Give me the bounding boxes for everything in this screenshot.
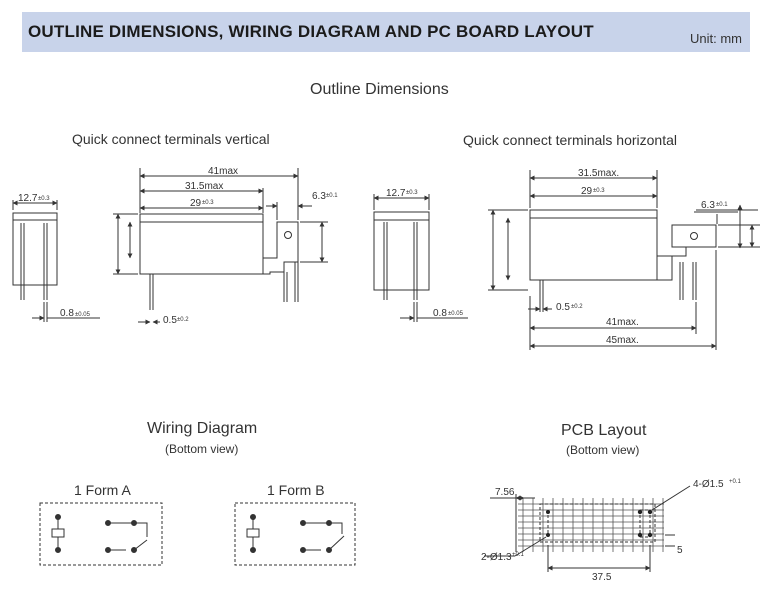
vertical-side-top	[12, 212, 58, 221]
vertical-front-view	[113, 168, 328, 325]
horizontal-side-view	[373, 194, 468, 322]
pcb-hole-2: 2-Ø1.3	[481, 552, 512, 563]
horizontal-side-top	[373, 211, 430, 221]
horizontal-dim-12-7-tol: ±0.3	[406, 190, 418, 196]
pcb-subtitle: (Bottom view)	[566, 443, 640, 457]
pcb-hole	[637, 509, 643, 515]
pcb-dimensions	[484, 485, 691, 572]
pcb-dim-5: 5	[677, 545, 683, 556]
pcb-hole-4-tol: +0.1	[729, 479, 742, 485]
vertical-dim-0-5-tol: ±0.2	[177, 317, 189, 323]
horizontal-dim-45: 45max.	[606, 335, 639, 346]
vertical-dim-0-8: 0.8	[60, 308, 74, 319]
horizontal-dim-31-5: 31.5max.	[578, 168, 619, 179]
horizontal-dim-12-7: 12.7	[386, 188, 406, 199]
horizontal-dim-29-tol: ±0.3	[593, 188, 605, 194]
page-title: OUTLINE DIMENSIONS, WIRING DIAGRAM AND P…	[28, 22, 594, 41]
outline-title: Outline Dimensions	[310, 81, 449, 98]
pcb-outline	[539, 503, 656, 543]
form-b-frame	[234, 502, 356, 566]
horizontal-front-view	[488, 170, 760, 350]
pcb-hole	[647, 509, 653, 515]
pcb-hole-4: 4-Ø1.5	[693, 479, 724, 490]
vertical-dim-29: 29	[190, 198, 202, 209]
vertical-front-top	[139, 213, 264, 223]
horizontal-side-body	[373, 219, 430, 291]
vertical-dim-29-tol: ±0.3	[202, 200, 214, 206]
horizontal-title: Quick connect terminals horizontal	[463, 132, 677, 148]
pcb-dim-37-5: 37.5	[592, 572, 612, 583]
vertical-dim-41: 41max	[208, 166, 238, 177]
form-a-frame	[39, 502, 163, 566]
vertical-title: Quick connect terminals vertical	[72, 131, 270, 147]
horizontal-dim-0-5: 0.5	[556, 302, 570, 313]
vertical-dim-0-8-tol: ±0.05	[75, 312, 91, 318]
horizontal-dim-41: 41max.	[606, 317, 639, 328]
unit-label: Unit: mm	[690, 31, 742, 46]
pcb-hole-2-tol: +0.1	[512, 552, 525, 558]
pcb-dim-7-56: 7.56	[495, 487, 515, 498]
pcb-title: PCB Layout	[561, 422, 647, 439]
header-band: OUTLINE DIMENSIONS, WIRING DIAGRAM AND P…	[22, 12, 750, 52]
pcb-hole	[637, 532, 643, 538]
pcb-hole	[546, 533, 550, 537]
pcb-hole	[546, 510, 550, 514]
vertical-front-body	[139, 221, 264, 275]
pcb-holes	[546, 509, 653, 538]
vertical-dim-0-5: 0.5	[163, 315, 177, 326]
horizontal-dim-0-8: 0.8	[433, 308, 447, 319]
form-a-label: 1 Form A	[74, 482, 131, 498]
pcb-hole	[647, 532, 653, 538]
vertical-side-body	[12, 219, 58, 286]
vertical-dim-12-7-tol: ±0.3	[38, 196, 50, 202]
vertical-dim-6-3-tol: ±0.1	[326, 193, 338, 199]
vertical-side-view	[12, 200, 100, 322]
wiring-subtitle: (Bottom view)	[165, 442, 239, 456]
horizontal-dim-0-5-tol: ±0.2	[571, 304, 583, 310]
form-b-label: 1 Form B	[267, 482, 325, 498]
form-a-diagram	[39, 502, 163, 566]
vertical-dim-31-5: 31.5max	[185, 181, 223, 192]
vertical-dim-6-3: 6.3	[312, 191, 326, 202]
horizontal-dim-6-3-tol: ±0.1	[716, 202, 728, 208]
form-b-diagram	[234, 502, 356, 566]
horizontal-dim-0-8-tol: ±0.05	[448, 311, 464, 317]
wiring-title: Wiring Diagram	[147, 420, 258, 437]
horizontal-dim-6-3: 6.3	[701, 200, 715, 211]
horizontal-front-body	[529, 217, 658, 281]
pcb-relay-outline	[539, 503, 656, 543]
horizontal-dim-29: 29	[581, 186, 593, 197]
vertical-dim-12-7: 12.7	[18, 193, 38, 204]
horizontal-front-top	[529, 209, 658, 219]
